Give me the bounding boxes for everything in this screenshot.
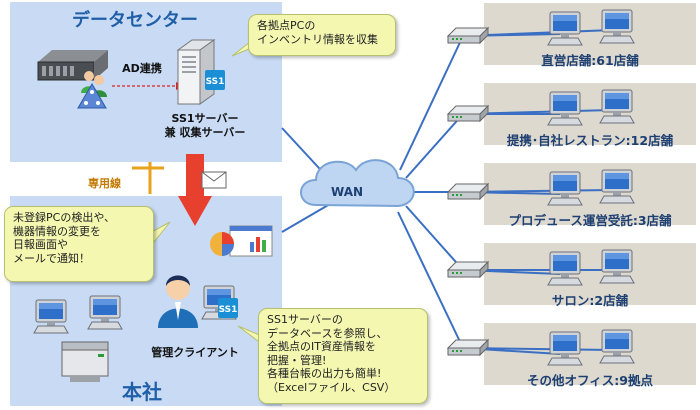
wan-cloud [300, 159, 415, 208]
callout-line: 各種台帳の出力も簡単! [267, 367, 382, 380]
svg-text:SS1: SS1 [219, 305, 238, 315]
admin-pc-icon: SS1 [201, 285, 238, 320]
branch-label: 直営店舗:61店舗 [541, 53, 639, 68]
wan-label: WAN [331, 185, 364, 199]
dedicated-line-label: 専用線 [88, 177, 121, 190]
hq-left-callout: 未登録PCの検出や、 機器情報の変更を 日報画面や メールで通知！ [4, 206, 154, 282]
branch-label: その他オフィス:9拠点 [527, 373, 653, 388]
server-label: SS1サーバー 兼 収集サーバー [150, 112, 260, 140]
callout-line: 把握・管理! [267, 353, 327, 367]
callout-line: 機器情報の変更を [13, 224, 101, 238]
sync-arrow [178, 154, 212, 226]
branch-panel-office: その他オフィス:9拠点 [484, 323, 696, 388]
callout-line: 各拠点PCの [257, 19, 316, 32]
svg-text:SS1: SS1 [206, 77, 225, 87]
rack-server-icon [37, 50, 108, 81]
server-label-line1: SS1サーバー [171, 112, 239, 125]
headquarters-title: 本社 [122, 380, 162, 404]
printer-icon [61, 341, 109, 382]
callout-line: 未登録PCの検出や、 [13, 211, 115, 224]
branch-devices [447, 9, 635, 366]
branch-label: プロデュース運営受託:3店舗 [508, 213, 672, 228]
hq-pcs [33, 295, 123, 334]
callout-line: SS1サーバーの [267, 313, 343, 326]
branch-label: 提携･自社レストラン:12店舗 [506, 133, 674, 148]
ad-directory-icon [77, 83, 107, 109]
branch-panel-salon: サロン:2店舗 [484, 243, 696, 308]
callout-line: データベースを参照し、 [267, 326, 388, 340]
datacenter-title: データセンター [72, 10, 198, 31]
callout-line: 日報画面や [13, 238, 68, 251]
admin-person-icon [158, 275, 198, 328]
datacenter-panel [10, 2, 282, 162]
callout-line: メールで通知！ [13, 251, 90, 265]
ss1-logo: SS1 [205, 70, 225, 90]
mail-icon [201, 171, 227, 189]
callout-line: インベントリ情報を収集 [257, 32, 378, 46]
datacenter-callout: 各拠点PCの インベントリ情報を収集 [248, 14, 396, 56]
admin-client-label: 管理クライアント [151, 346, 239, 359]
ad-link-label: AD連携 [122, 62, 162, 75]
server-label-line2: 兼 収集サーバー [164, 126, 246, 139]
branch-label: サロン:2店舗 [551, 293, 629, 308]
report-chart-icon [210, 225, 273, 257]
hq-right-callout: SS1サーバーの データベースを参照し、 全拠点のIT資産情報を 把握・管理! … [258, 308, 428, 404]
callout-line: （Excelファイル、CSV） [267, 380, 396, 394]
callout-line: 全拠点のIT資産情報を [267, 340, 376, 353]
